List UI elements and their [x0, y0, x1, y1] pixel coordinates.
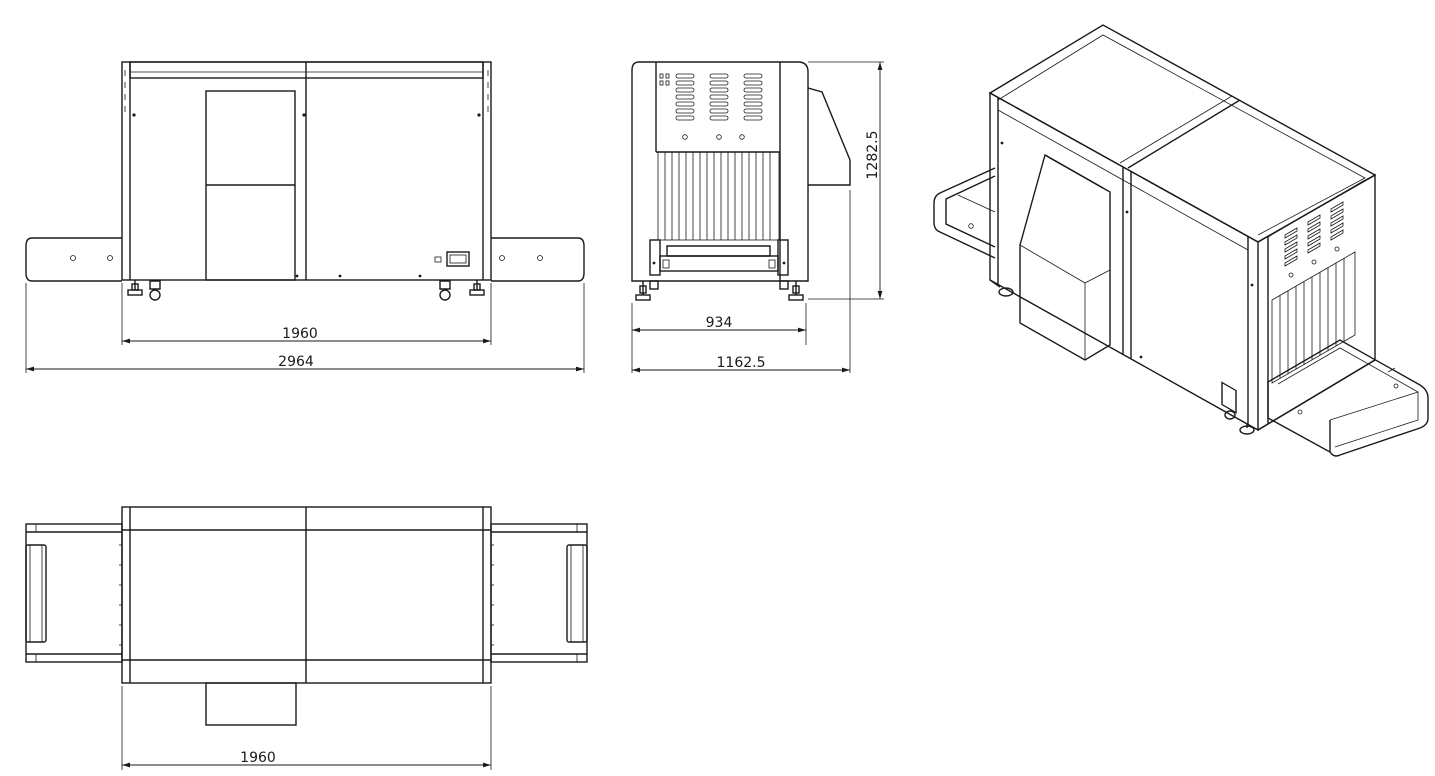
top-view: 1960	[25, 506, 588, 770]
iso-right-conveyor	[1267, 339, 1429, 457]
side-dimensions: 934 1162.5 1282.5	[631, 61, 884, 373]
side-view: 934 1162.5 1282.5	[631, 61, 884, 373]
iso-tunnel-curtain	[1271, 251, 1356, 384]
front-view-body	[25, 61, 585, 301]
side-conveyor	[649, 239, 789, 276]
front-feet	[127, 280, 485, 301]
side-height-label: 1282.5	[865, 131, 881, 180]
top-side-ticks	[119, 544, 494, 646]
front-side-vents	[124, 70, 489, 112]
iso-main-box	[988, 24, 1377, 432]
side-feet	[635, 280, 804, 301]
side-overall-width-label: 1162.5	[717, 355, 766, 371]
side-view-body	[631, 61, 851, 301]
isometric-view	[933, 24, 1429, 457]
front-overall-width-label: 2964	[278, 354, 314, 370]
front-dimensions: 1960 2964	[25, 283, 585, 373]
front-inner-width-label: 1960	[282, 326, 318, 342]
iso-feet	[998, 287, 1255, 435]
front-view: 1960 2964	[25, 61, 585, 373]
iso-vent-grille	[1284, 201, 1344, 278]
top-inner-width-label: 1960	[240, 750, 276, 766]
top-dimensions: 1960	[121, 686, 492, 770]
side-vent-grille	[659, 73, 763, 140]
side-inner-width-label: 934	[706, 315, 733, 331]
side-tunnel-curtain	[657, 151, 780, 241]
top-view-body	[25, 506, 588, 726]
iso-left-conveyor	[933, 167, 996, 259]
